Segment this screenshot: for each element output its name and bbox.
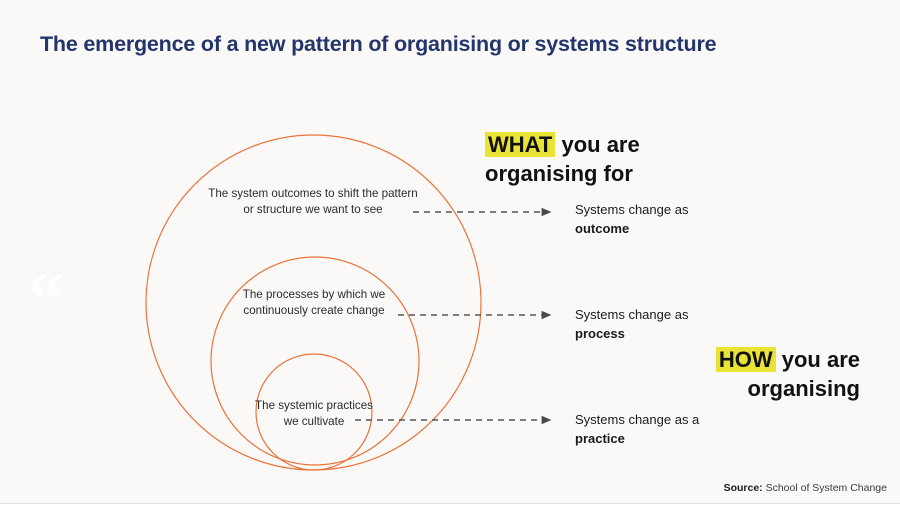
bottom-strip [0,504,900,512]
source-attribution: Source: School of System Change [724,482,887,494]
heading-how: HOW you are organising [580,345,860,404]
middle-circle [210,256,420,466]
result-practice-emphasis: practice [575,430,625,446]
bottom-divider [0,503,900,504]
source-label: Source: [723,482,763,494]
result-outcome: Systems change as outcome [575,201,815,239]
result-process-emphasis: process [575,325,625,341]
heading-what-line2: organising for [485,161,633,187]
result-process-lead: Systems change as [575,307,689,322]
result-practice-lead: Systems change as a [575,412,700,427]
heading-how-highlight: HOW [715,347,776,372]
outer-circle-caption: The system outcomes to shift the pattern… [208,187,418,217]
middle-circle-caption: The processes by which we continuously c… [242,288,386,318]
decorative-quote-mark: “ [28,258,64,338]
inner-circle [255,353,373,471]
result-practice: Systems change as a practice [575,411,815,449]
heading-what-rest: you are [555,132,640,157]
page-title: The emergence of a new pattern of organi… [40,32,717,56]
heading-how-rest: you are [775,347,860,372]
source-value: School of System Change [762,482,887,494]
result-process: Systems change as process [575,306,815,344]
heading-how-line2: organising [747,376,860,402]
heading-what: WHAT you are organising for [485,130,775,189]
result-outcome-lead: Systems change as [575,202,689,217]
result-outcome-emphasis: outcome [575,220,630,236]
heading-what-highlight: WHAT [485,132,556,157]
inner-circle-caption: The systemic practices we cultivate [255,399,373,429]
